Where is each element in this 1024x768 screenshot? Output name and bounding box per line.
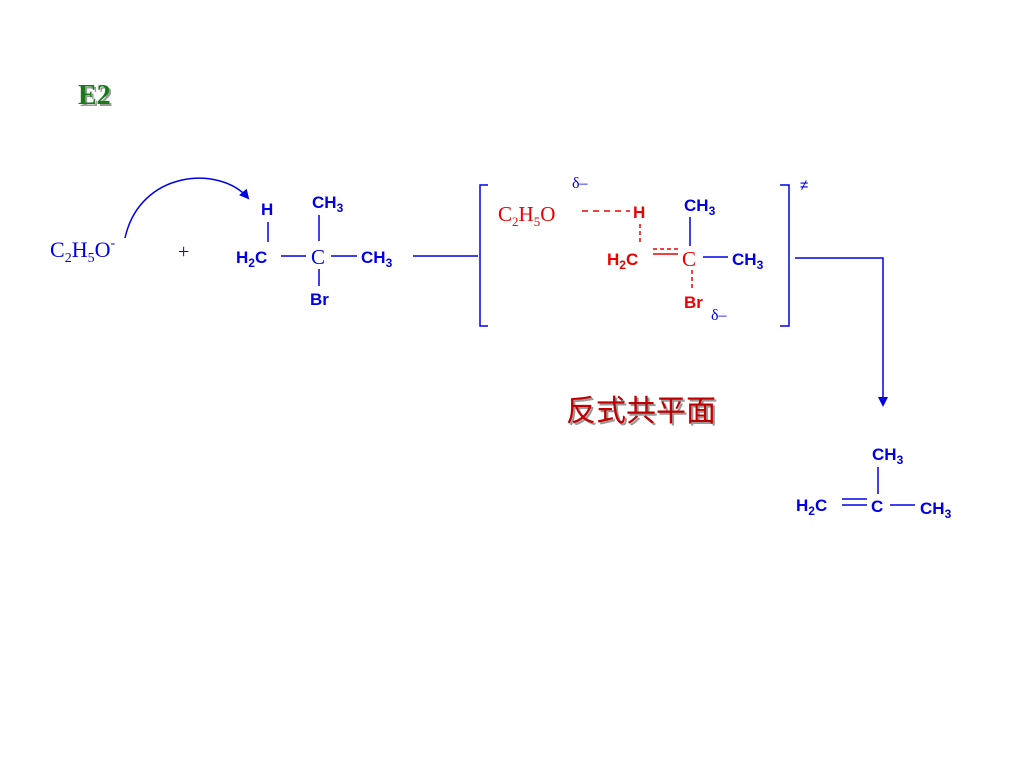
product-h2c: H2C (796, 496, 827, 518)
substrate-br: Br (310, 290, 329, 309)
note-shadow: 反式共平面 (568, 397, 718, 430)
ts-center-c: C (682, 247, 696, 271)
electron-push-arrow (124, 177, 250, 239)
substrate-ch3-right: CH3 (361, 248, 393, 270)
substrate-h: H (261, 200, 273, 219)
slide-title: E2 (78, 80, 111, 111)
ts-delta-bottom: δ– (711, 307, 728, 324)
ts-h: H (633, 203, 645, 222)
product-center-c: C (871, 497, 883, 516)
reaction-arrow-to-product (795, 257, 888, 407)
ts-br: Br (684, 293, 703, 312)
ts-delta-top: δ– (572, 175, 589, 192)
product-ch3-right: CH3 (920, 499, 952, 521)
anti-periplanar-note: 反式共平面 (566, 395, 716, 428)
plus-sign: + (178, 241, 189, 263)
ethoxide-label: C2H5O- (50, 236, 115, 266)
ts-right-bracket (780, 184, 790, 327)
ts-left-bracket (479, 184, 488, 327)
ts-ch3-top: CH3 (684, 196, 716, 218)
substrate-center-c: C (311, 245, 325, 269)
ts-double-dagger: ≠ (800, 177, 808, 194)
ts-ethoxide: C2H5O (498, 202, 555, 229)
ts-h2c: H2C (607, 250, 638, 272)
substrate-ch3-top: CH3 (312, 193, 344, 215)
substrate-h2c: H2C (236, 248, 267, 270)
title-shadow: E2 (80, 82, 113, 113)
product-ch3-top: CH3 (872, 445, 904, 467)
ts-ch3-right: CH3 (732, 250, 764, 272)
